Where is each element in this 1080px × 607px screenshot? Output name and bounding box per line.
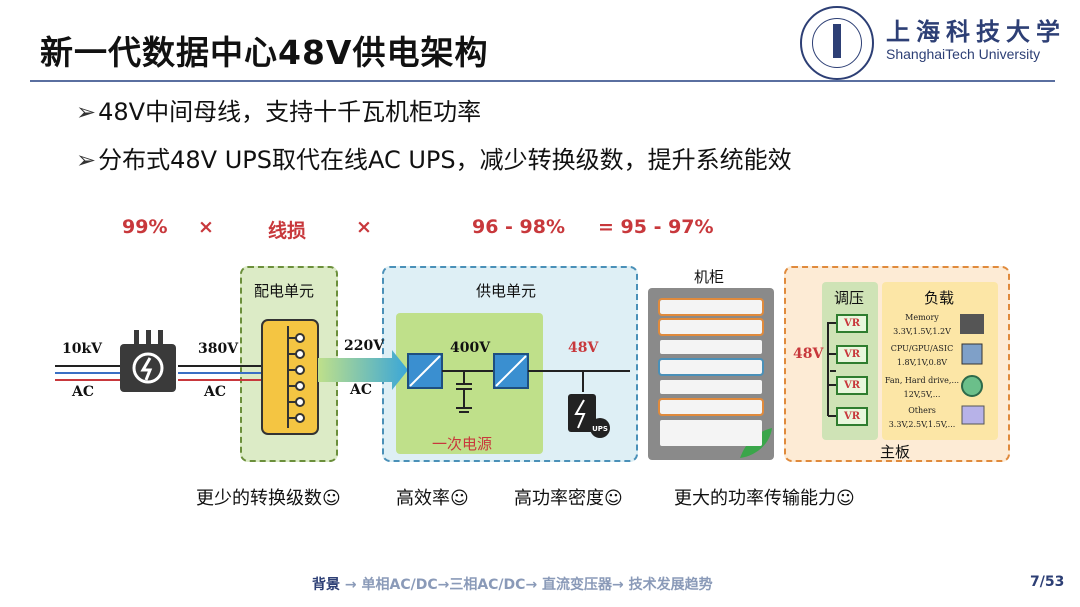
v48-label: 48V	[568, 340, 599, 356]
others-icon	[961, 405, 985, 425]
grid-voltage-label: 10kV	[62, 341, 103, 357]
page-number: 7/53	[1030, 574, 1065, 590]
memory-icon	[960, 314, 984, 334]
ups-battery-icon	[568, 394, 610, 438]
benefit-high-efficiency: 高效率☺	[396, 488, 469, 509]
bullet-2-text: 分布式48V UPS取代在线AC UPS，减少转换级数，提升系统能效	[98, 146, 792, 174]
bullet-1-text: 48V中间母线，支持十千瓦机柜功率	[98, 98, 482, 126]
rack-unit	[658, 358, 764, 376]
eq-line-loss: 线损	[268, 220, 307, 242]
footer-sections: → 单相AC/DC→三相AC/DC→ 直流变压器→ 技术发展趋势	[340, 577, 713, 593]
v220-label: 220V	[344, 338, 385, 354]
bullet-1: ➢48V中间母线，支持十千瓦机柜功率	[76, 98, 482, 126]
regulator-label: 调压	[834, 289, 865, 307]
benefit-power-capacity: 更大的功率传输能力☺	[674, 488, 855, 509]
load-voltage: 1.8V,1V,0.8V	[896, 358, 948, 367]
load-name: Others	[908, 406, 936, 415]
motherboard-label: 主板	[880, 443, 911, 461]
load-name: Fan, Hard drive,...	[884, 376, 960, 385]
board-v48-label: 48V	[793, 346, 824, 362]
supply-unit-label: 供电单元	[476, 282, 537, 300]
eq-efficiency-distribution: 99%	[122, 216, 168, 238]
primary-power-label: 一次电源	[432, 435, 493, 453]
fan-icon	[961, 375, 983, 397]
v380-label: 380V	[198, 341, 239, 357]
rack-unit	[660, 380, 762, 394]
vr-block: VR	[836, 407, 868, 426]
load-label: 负载	[924, 289, 955, 307]
grid-type-label: AC	[72, 384, 95, 400]
rack-unit	[660, 340, 762, 354]
eq-multiply-2: ×	[356, 216, 372, 238]
rack-unit	[658, 398, 764, 416]
load-voltage: 3.3V,2.5V,1.5V,...	[888, 420, 956, 429]
benefit-fewer-stages: 更少的转换级数☺	[196, 488, 341, 509]
page-title: 新一代数据中心48V供电架构	[40, 33, 489, 72]
transformer-icon	[120, 330, 176, 392]
distribution-unit-label: 配电单元	[254, 282, 315, 300]
university-seal-icon	[800, 6, 874, 80]
v380-type-label: AC	[204, 384, 227, 400]
eq-multiply-1: ×	[198, 216, 214, 238]
rack-unit	[660, 420, 762, 446]
title-divider	[30, 80, 1055, 82]
v400-label: 400V	[450, 340, 491, 356]
cpu-icon	[961, 343, 983, 365]
vr-block: VR	[836, 376, 868, 395]
eq-result: = 95 - 97%	[598, 216, 714, 238]
vr-block: VR	[836, 314, 868, 333]
footer-nav: 背景 → 单相AC/DC→三相AC/DC→ 直流变压器→ 技术发展趋势	[312, 574, 713, 594]
eq-efficiency-supply: 96 - 98%	[472, 216, 566, 238]
bullet-2: ➢分布式48V UPS取代在线AC UPS，减少转换级数，提升系统能效	[76, 146, 792, 174]
load-name: Memory	[905, 313, 939, 322]
vr-block: VR	[836, 345, 868, 364]
load-voltage: 3.3V,1.5V,1.2V	[893, 327, 951, 336]
load-voltage: 12V,5V,...	[903, 390, 941, 399]
benefit-power-density: 高功率密度☺	[514, 488, 623, 509]
rack-unit	[658, 318, 764, 336]
rack-label: 机柜	[694, 268, 725, 286]
logo-name-en: ShanghaiTech University	[886, 46, 1041, 62]
ac-dc-converter-icon	[407, 353, 443, 389]
ups-badge-text: UPS	[592, 425, 608, 433]
load-name: CPU/GPU/ASIC	[890, 344, 954, 353]
footer-current-section: 背景	[312, 577, 340, 593]
rack-unit	[658, 298, 764, 316]
v220-type-label: AC	[350, 382, 373, 398]
dc-dc-converter-icon	[493, 353, 529, 389]
ac-arrow-icon	[318, 350, 408, 390]
logo-name-cn: 上海科技大学	[886, 17, 1066, 46]
